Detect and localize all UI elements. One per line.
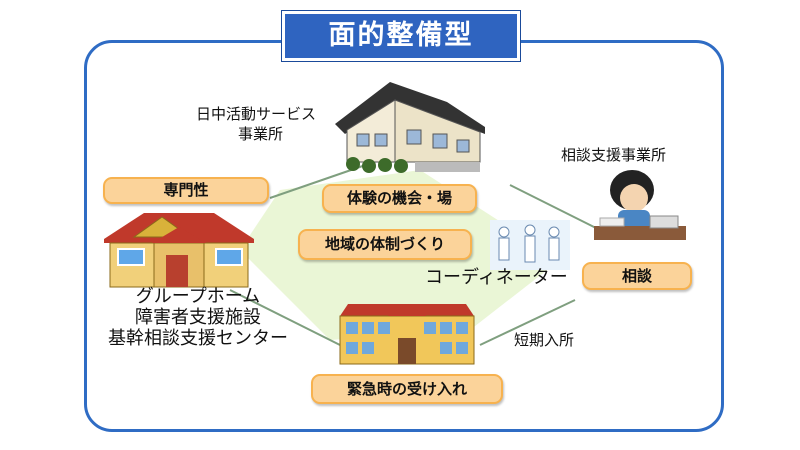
daytime-activity-label: 日中活動サービス 事業所 bbox=[196, 104, 316, 144]
line-grouphome-emergency bbox=[229, 289, 341, 346]
consultation-staff-icon bbox=[594, 170, 686, 240]
short-stay-building-icon bbox=[339, 304, 475, 365]
emergency-box: 緊急時の受け入れ bbox=[311, 374, 503, 404]
diagram-title: 面的整備型 bbox=[282, 11, 520, 61]
short-stay-label: 短期入所 bbox=[514, 331, 575, 349]
line-emergency-consult bbox=[479, 299, 576, 346]
group-home-line3: 基幹相談支援センター bbox=[108, 328, 288, 349]
line-specialty-experience bbox=[269, 159, 381, 199]
coordinator-people-icon bbox=[490, 220, 570, 270]
coordinator-label: コーディネーター bbox=[425, 267, 568, 288]
experience-box: 体験の機会・場 bbox=[322, 184, 477, 213]
group-home-line2: 障害者支援施設 bbox=[135, 307, 261, 328]
group-home-house-icon bbox=[104, 213, 254, 288]
community-box: 地域の体制づくり bbox=[298, 229, 472, 260]
daytime-activity-building-icon bbox=[335, 82, 485, 173]
line-experience-consult bbox=[509, 184, 601, 231]
daytime-activity-line1: 日中活動サービス bbox=[196, 105, 317, 123]
consultation-office-label: 相談支援事業所 bbox=[561, 146, 667, 164]
consultation-box: 相談 bbox=[582, 262, 692, 290]
group-home-label: グループホーム 障害者支援施設 基幹相談支援センター bbox=[100, 286, 296, 349]
group-home-line1: グループホーム bbox=[135, 286, 261, 307]
specialty-box: 専門性 bbox=[103, 177, 269, 204]
daytime-activity-line2: 事業所 bbox=[238, 125, 284, 143]
